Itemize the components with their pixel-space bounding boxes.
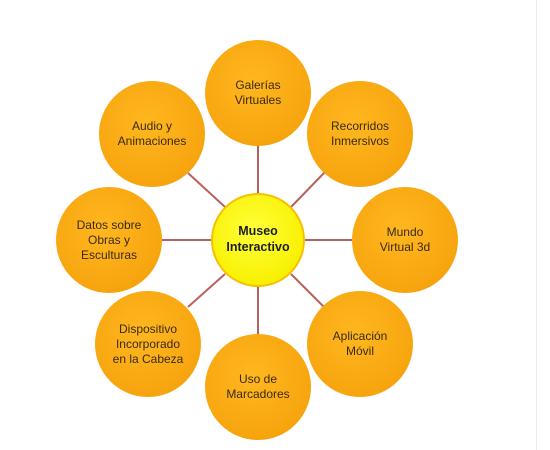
node-label: Dispositivo Incorporado en la Cabeza [112, 321, 184, 366]
node-mundo-virtual-3d: Mundo Virtual 3d [352, 187, 458, 293]
connector-audio-animaciones [187, 172, 226, 208]
node-label: Uso de Marcadores [226, 372, 290, 401]
node-label: Audio y Animaciones [117, 119, 187, 148]
node-audio-animaciones: Audio y Animaciones [99, 81, 205, 187]
node-label: Mundo Virtual 3d [379, 225, 431, 254]
node-dispositivo-incorporado: Dispositivo Incorporado en la Cabeza [95, 291, 201, 397]
center-node-label: Museo Interactivo [226, 224, 290, 254]
connector-aplicacion-movil [290, 273, 326, 309]
node-galerias-virtuales: Galerías Virtuales [205, 40, 311, 146]
node-label: Aplicación Móvil [332, 329, 388, 358]
node-uso-de-marcadores: Uso de Marcadores [205, 334, 311, 440]
node-label: Recorridos Inmersivos [330, 119, 390, 148]
node-recorridos-inmersivos: Recorridos Inmersivos [307, 81, 413, 187]
connector-dispositivo-incorporado [187, 273, 226, 308]
node-aplicacion-movil: Aplicación Móvil [307, 291, 413, 397]
center-node-museo-interactivo: Museo Interactivo [211, 193, 305, 287]
node-datos-obras-esculturas: Datos sobre Obras y Esculturas [56, 187, 162, 293]
node-label: Datos sobre Obras y Esculturas [76, 217, 142, 262]
node-label: Galerías Virtuales [234, 78, 282, 107]
connector-recorridos-inmersivos [290, 171, 326, 208]
page-edge-divider [536, 0, 537, 450]
